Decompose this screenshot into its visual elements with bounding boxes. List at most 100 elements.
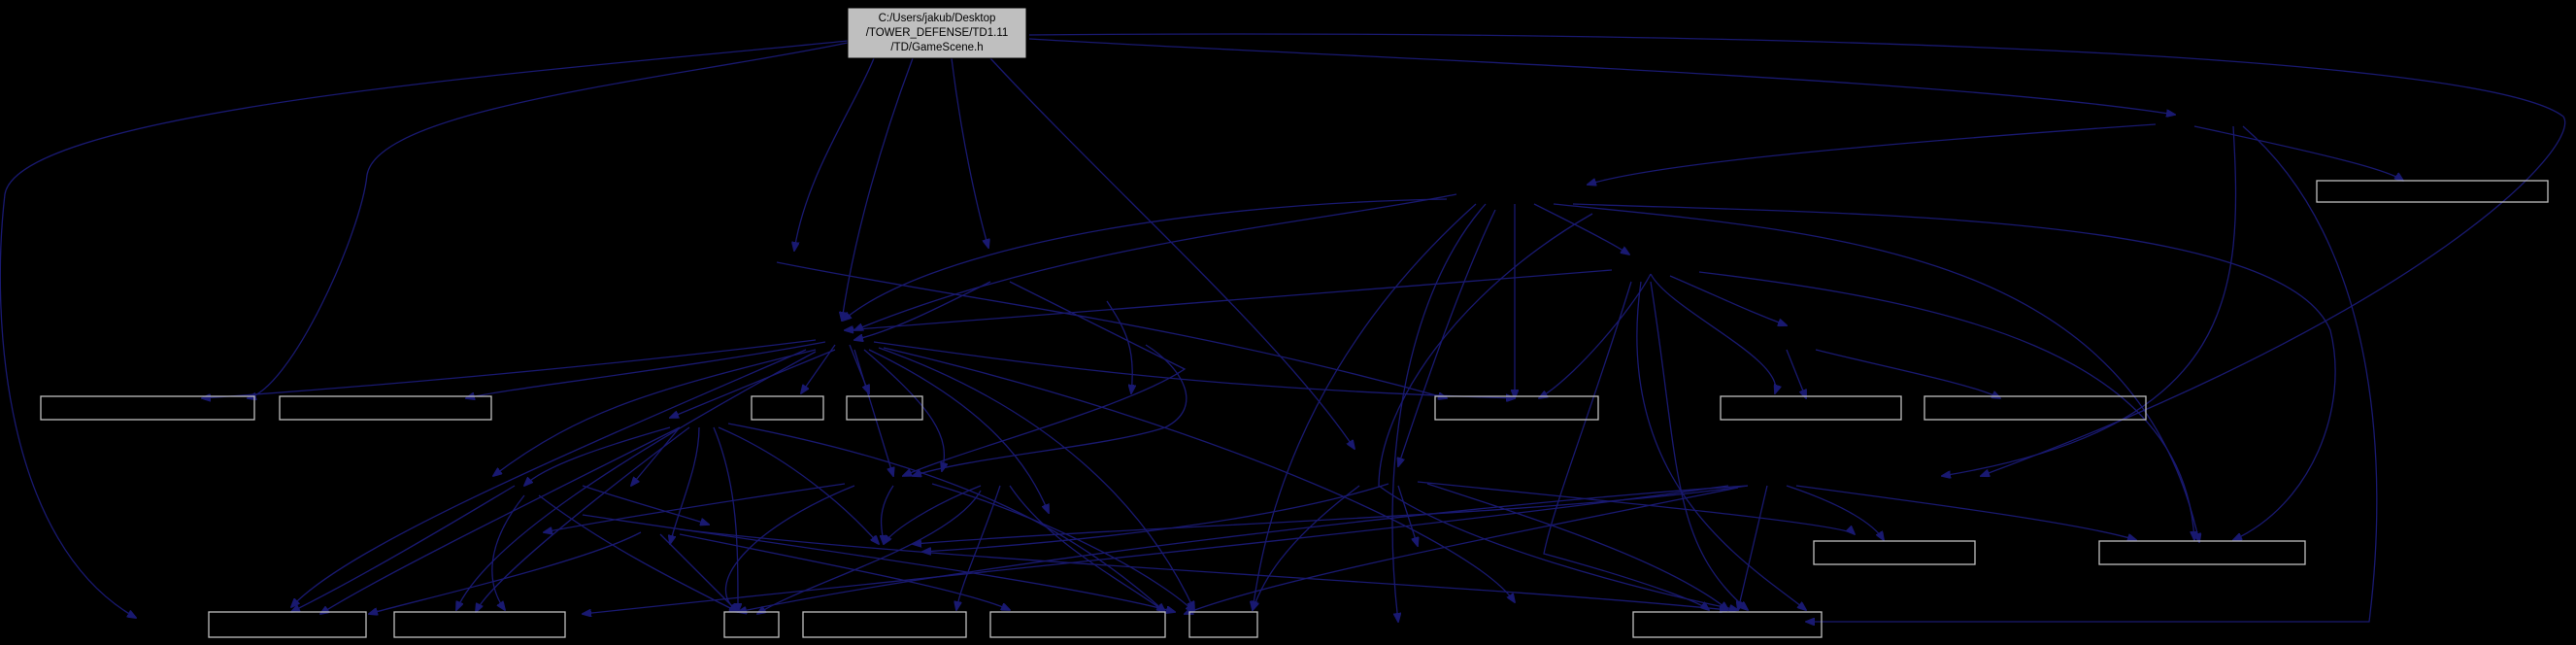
edge bbox=[679, 528, 1728, 610]
edge bbox=[868, 349, 1049, 513]
edge bbox=[1553, 203, 2199, 542]
edge bbox=[738, 485, 1749, 612]
edge bbox=[725, 485, 855, 612]
edge bbox=[0, 40, 849, 618]
edge bbox=[320, 426, 681, 614]
edge bbox=[883, 347, 1515, 602]
edge bbox=[369, 531, 642, 614]
node-box[interactable] bbox=[1924, 395, 2147, 421]
edge bbox=[1588, 123, 2157, 185]
edge bbox=[776, 261, 1447, 398]
node-box[interactable] bbox=[2098, 540, 2306, 565]
edge bbox=[951, 57, 988, 248]
root-node[interactable]: C:/Users/jakub/Desktop /TOWER_DEFENSE/TD… bbox=[847, 7, 1027, 59]
root-label-line-2: /TOWER_DEFENSE/TD1.11 bbox=[866, 27, 1009, 39]
edge bbox=[583, 485, 1729, 614]
edge bbox=[491, 494, 525, 610]
edge bbox=[1378, 213, 1738, 610]
edge bbox=[713, 426, 738, 612]
edge bbox=[659, 533, 738, 612]
edge bbox=[863, 349, 944, 471]
edge bbox=[476, 426, 690, 612]
edge bbox=[1028, 38, 2175, 115]
edge bbox=[1786, 349, 1806, 398]
edge bbox=[794, 57, 875, 251]
edge bbox=[884, 485, 982, 544]
edge bbox=[931, 483, 1194, 612]
edge bbox=[1185, 487, 1739, 614]
node-box[interactable] bbox=[1188, 611, 1258, 638]
node-box[interactable] bbox=[279, 395, 492, 421]
edge bbox=[854, 281, 991, 340]
edge bbox=[1398, 209, 1496, 466]
edge bbox=[1533, 203, 1629, 255]
edge bbox=[1253, 485, 1360, 610]
edge bbox=[1650, 273, 1776, 393]
edge bbox=[1543, 281, 1709, 610]
edge bbox=[456, 351, 817, 610]
edge bbox=[291, 485, 516, 612]
edge bbox=[291, 349, 807, 607]
edge bbox=[873, 341, 1515, 398]
edge bbox=[1669, 275, 1787, 325]
node-box[interactable] bbox=[802, 611, 967, 638]
root-node-box bbox=[847, 7, 1027, 59]
edge bbox=[842, 57, 914, 321]
edge bbox=[1636, 281, 1806, 610]
edge bbox=[493, 349, 817, 476]
node-box[interactable] bbox=[1632, 611, 1823, 638]
edge bbox=[922, 483, 1389, 552]
edge bbox=[913, 485, 1749, 544]
edge bbox=[1806, 125, 2378, 622]
node-box[interactable] bbox=[1813, 540, 1976, 565]
edge bbox=[843, 198, 1448, 321]
edge bbox=[670, 426, 700, 544]
node-box[interactable] bbox=[846, 395, 923, 421]
node-box[interactable] bbox=[393, 611, 566, 638]
edge bbox=[1738, 485, 1768, 610]
edge bbox=[466, 341, 826, 398]
edge bbox=[727, 423, 1165, 612]
edge bbox=[757, 490, 982, 614]
node-box[interactable] bbox=[751, 395, 824, 421]
edge bbox=[544, 483, 846, 532]
dependency-edges bbox=[0, 33, 2566, 622]
node-box[interactable] bbox=[1720, 395, 1902, 421]
edge bbox=[1795, 485, 2136, 540]
edge bbox=[670, 349, 836, 418]
edge bbox=[582, 514, 1175, 612]
edge bbox=[582, 485, 709, 525]
edge bbox=[1815, 349, 2000, 398]
edge bbox=[1028, 33, 2566, 476]
edge bbox=[878, 347, 1194, 610]
edge bbox=[956, 485, 1001, 610]
node-box[interactable] bbox=[40, 395, 255, 421]
edge bbox=[1539, 273, 1652, 398]
edge bbox=[913, 344, 1188, 476]
node-box[interactable] bbox=[723, 611, 780, 638]
root-label-line-1: C:/Users/jakub/Desktop bbox=[879, 13, 996, 24]
node-box[interactable] bbox=[989, 611, 1166, 638]
edge bbox=[845, 269, 1613, 330]
node-box[interactable] bbox=[1434, 395, 1599, 421]
edge bbox=[1650, 281, 1748, 610]
edge bbox=[524, 426, 671, 486]
edge bbox=[1391, 203, 1487, 622]
edge bbox=[1417, 481, 1855, 534]
edge bbox=[853, 349, 893, 476]
edge bbox=[1009, 485, 1165, 612]
edge bbox=[1426, 483, 1728, 610]
edge bbox=[1942, 125, 2237, 476]
node-box[interactable] bbox=[2316, 180, 2549, 203]
edge bbox=[2193, 125, 2403, 181]
node-box[interactable] bbox=[208, 611, 367, 638]
edge bbox=[854, 193, 1457, 330]
edge bbox=[1106, 300, 1132, 393]
edge bbox=[248, 42, 849, 398]
edge bbox=[1698, 271, 2194, 540]
edge bbox=[538, 494, 738, 612]
root-label-line-3: /TD/GameScene.h bbox=[890, 42, 983, 53]
edge bbox=[1572, 203, 2336, 540]
edge bbox=[1253, 203, 1477, 610]
